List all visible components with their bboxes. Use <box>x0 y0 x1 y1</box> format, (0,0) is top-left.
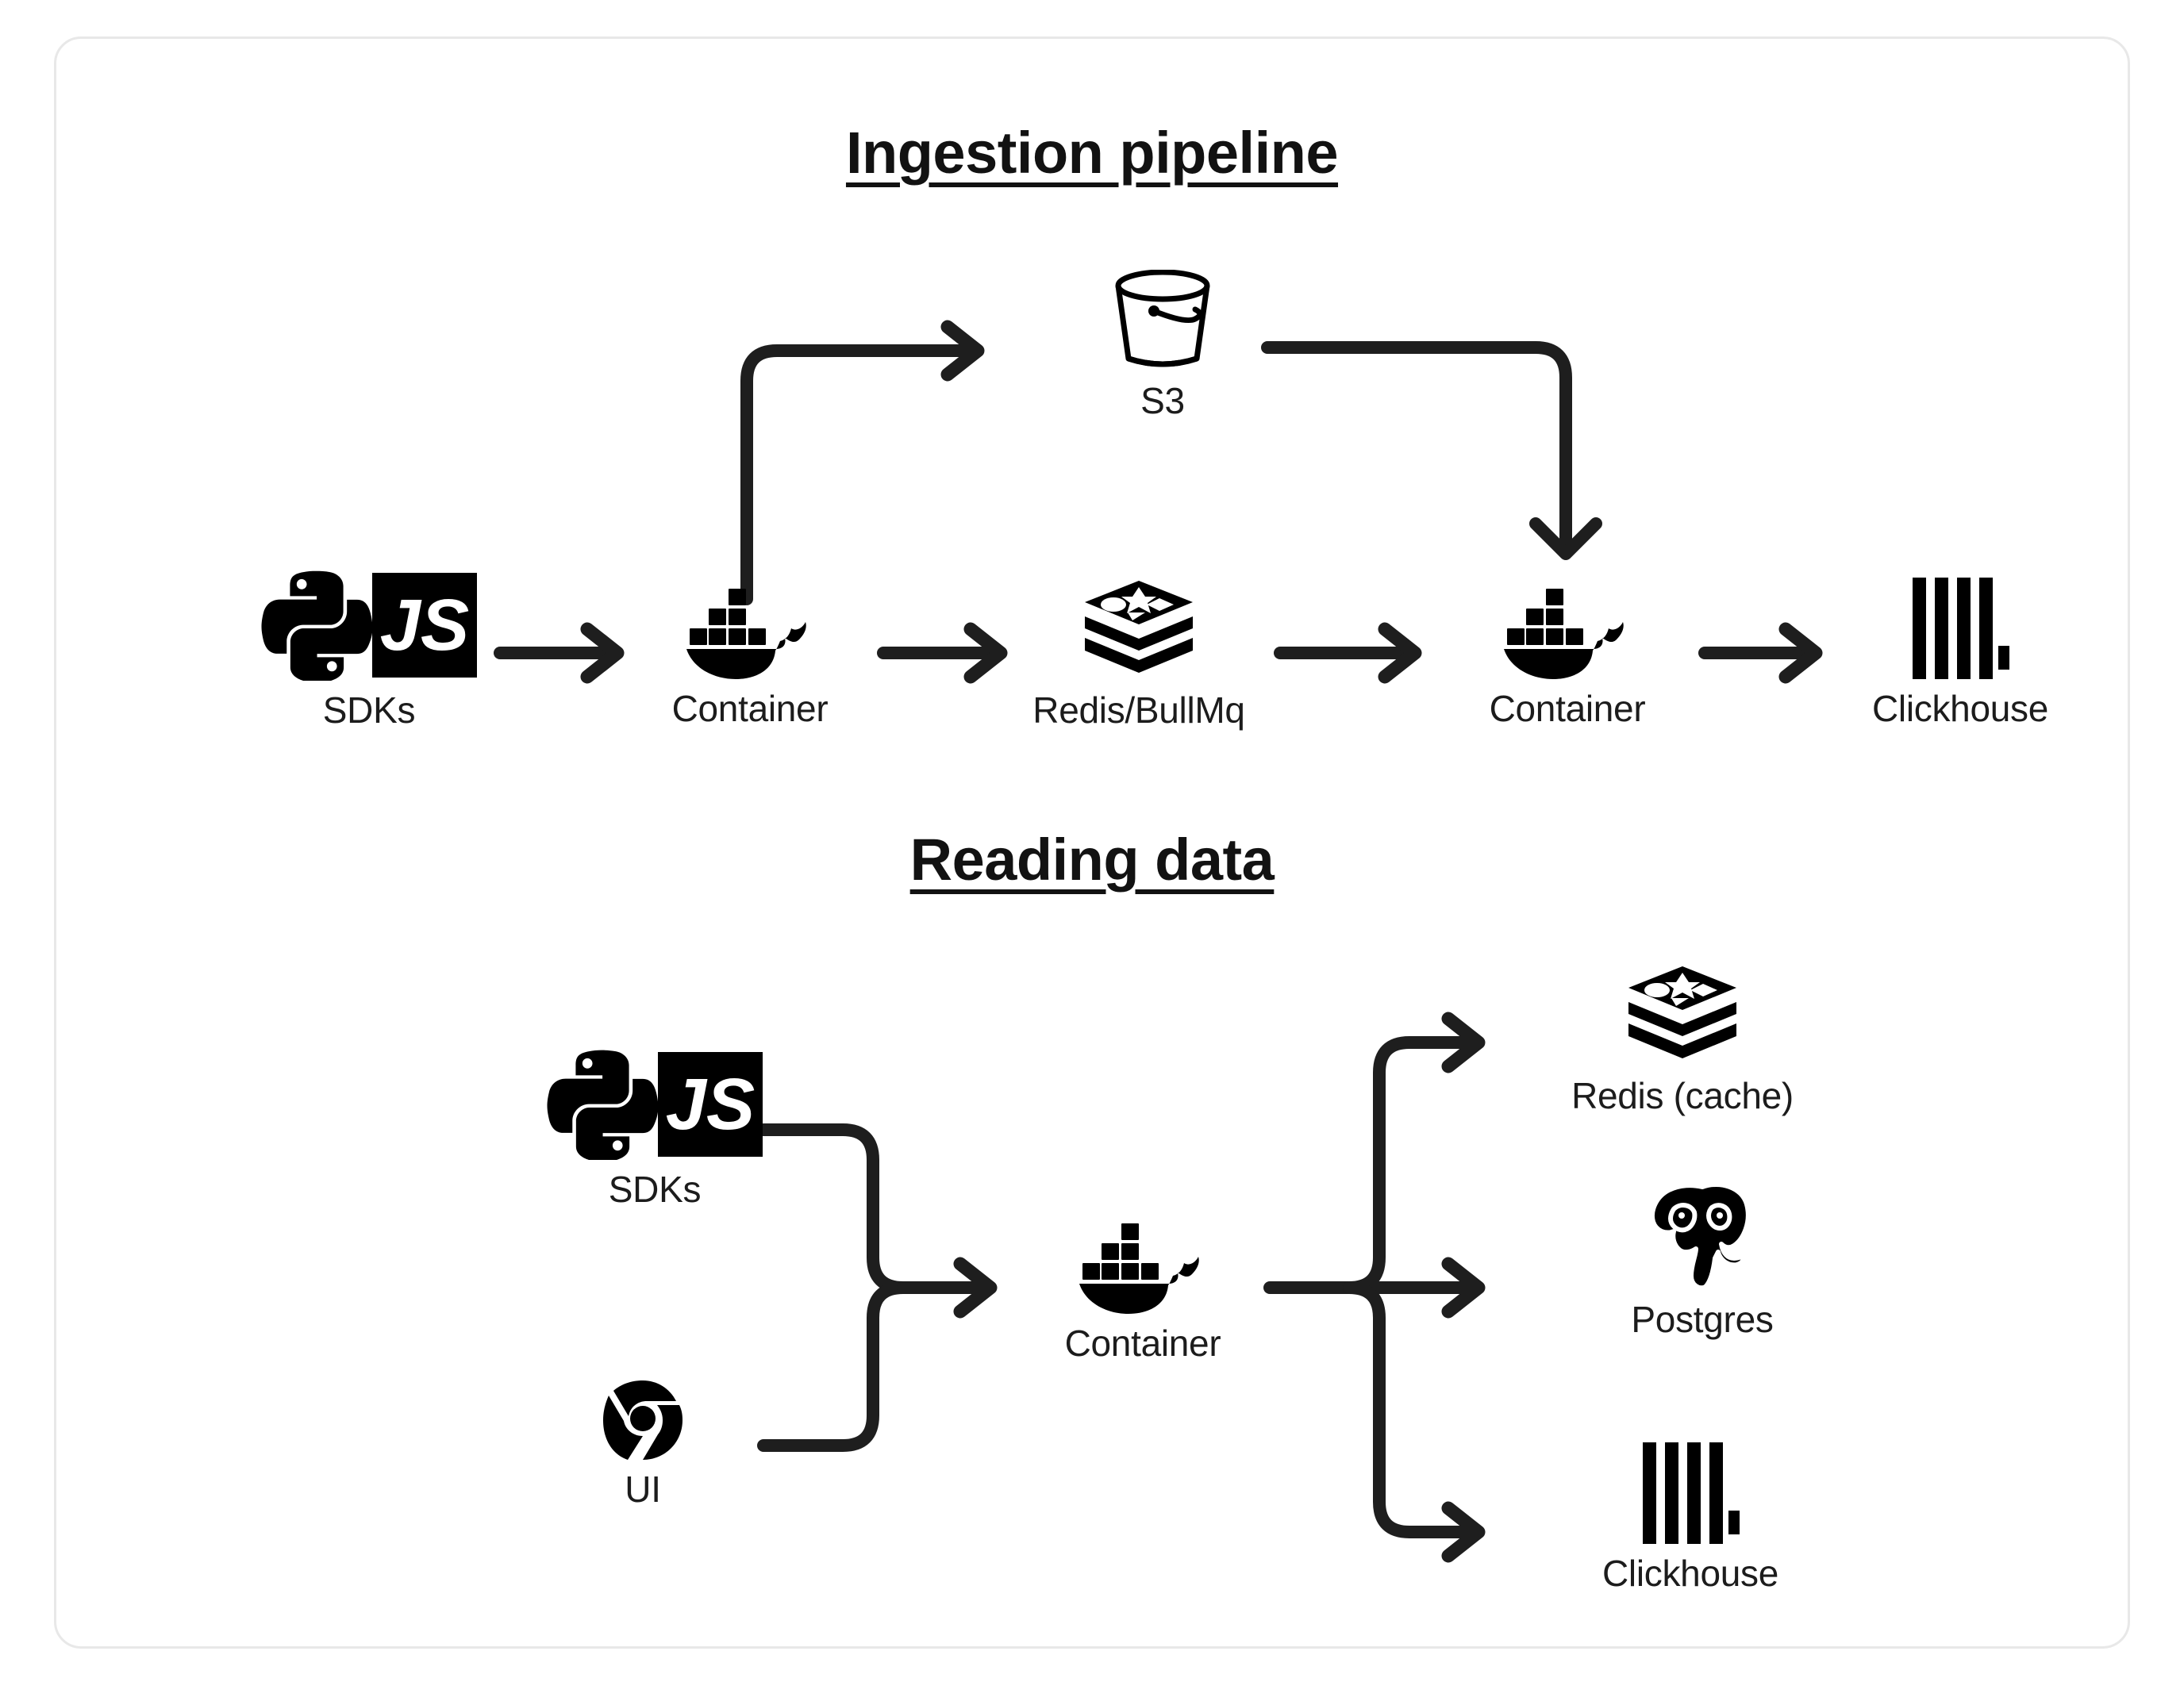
python-js-sdk-icon: JS <box>261 570 477 681</box>
chrome-icon <box>603 1380 682 1460</box>
postgres-elephant-icon <box>1650 1182 1755 1290</box>
node-ui[interactable]: UI <box>556 1380 730 1511</box>
node-label: SDKs <box>608 1169 702 1210</box>
clickhouse-icon <box>1641 1442 1740 1544</box>
node-label: Clickhouse <box>1602 1553 1778 1594</box>
python-js-sdk-icon: JS <box>547 1049 763 1160</box>
node-label: SDKs <box>322 689 416 731</box>
node-label: UI <box>625 1469 661 1510</box>
node-sdks-ingestion[interactable]: JS SDKs <box>238 570 500 731</box>
node-container-ingestion-2[interactable]: Container <box>1452 587 1682 730</box>
javascript-icon: JS <box>658 1052 763 1157</box>
node-clickhouse-reading[interactable]: Clickhouse <box>1555 1442 1825 1595</box>
node-postgres[interactable]: Postgres <box>1583 1182 1821 1341</box>
node-container-ingestion-1[interactable]: Container <box>635 587 865 730</box>
node-label: Container <box>671 688 829 729</box>
node-label: Clickhouse <box>1872 688 2048 729</box>
redis-icon <box>1083 581 1194 681</box>
diagram-card <box>54 36 2130 1649</box>
node-container-reading[interactable]: Container <box>1028 1222 1258 1365</box>
node-label: Redis (cache) <box>1571 1075 1794 1116</box>
node-sdks-reading[interactable]: JS SDKs <box>524 1049 786 1211</box>
docker-whale-icon <box>1079 1222 1206 1314</box>
node-label: Container <box>1489 688 1646 729</box>
node-label: Redis/BullMq <box>1032 689 1245 731</box>
docker-whale-icon <box>686 587 813 679</box>
docker-whale-icon <box>1504 587 1631 679</box>
redis-icon <box>1627 966 1738 1066</box>
node-label: S3 <box>1140 380 1185 421</box>
node-label: Container <box>1064 1323 1221 1364</box>
node-clickhouse-ingestion[interactable]: Clickhouse <box>1825 578 2095 730</box>
python-icon <box>547 1050 658 1160</box>
bucket-icon <box>1113 270 1213 371</box>
clickhouse-icon <box>1911 578 2009 679</box>
node-s3[interactable]: S3 <box>1055 270 1270 422</box>
section-title-reading: Reading data <box>909 827 1275 893</box>
section-title-ingestion: Ingestion pipeline <box>845 120 1339 186</box>
node-label: Postgres <box>1631 1299 1774 1340</box>
node-redis-bullmq[interactable]: Redis/BullMq <box>1008 581 1270 731</box>
javascript-icon: JS <box>372 573 477 678</box>
python-icon <box>261 570 372 681</box>
node-redis-cache[interactable]: Redis (cache) <box>1532 966 1833 1117</box>
